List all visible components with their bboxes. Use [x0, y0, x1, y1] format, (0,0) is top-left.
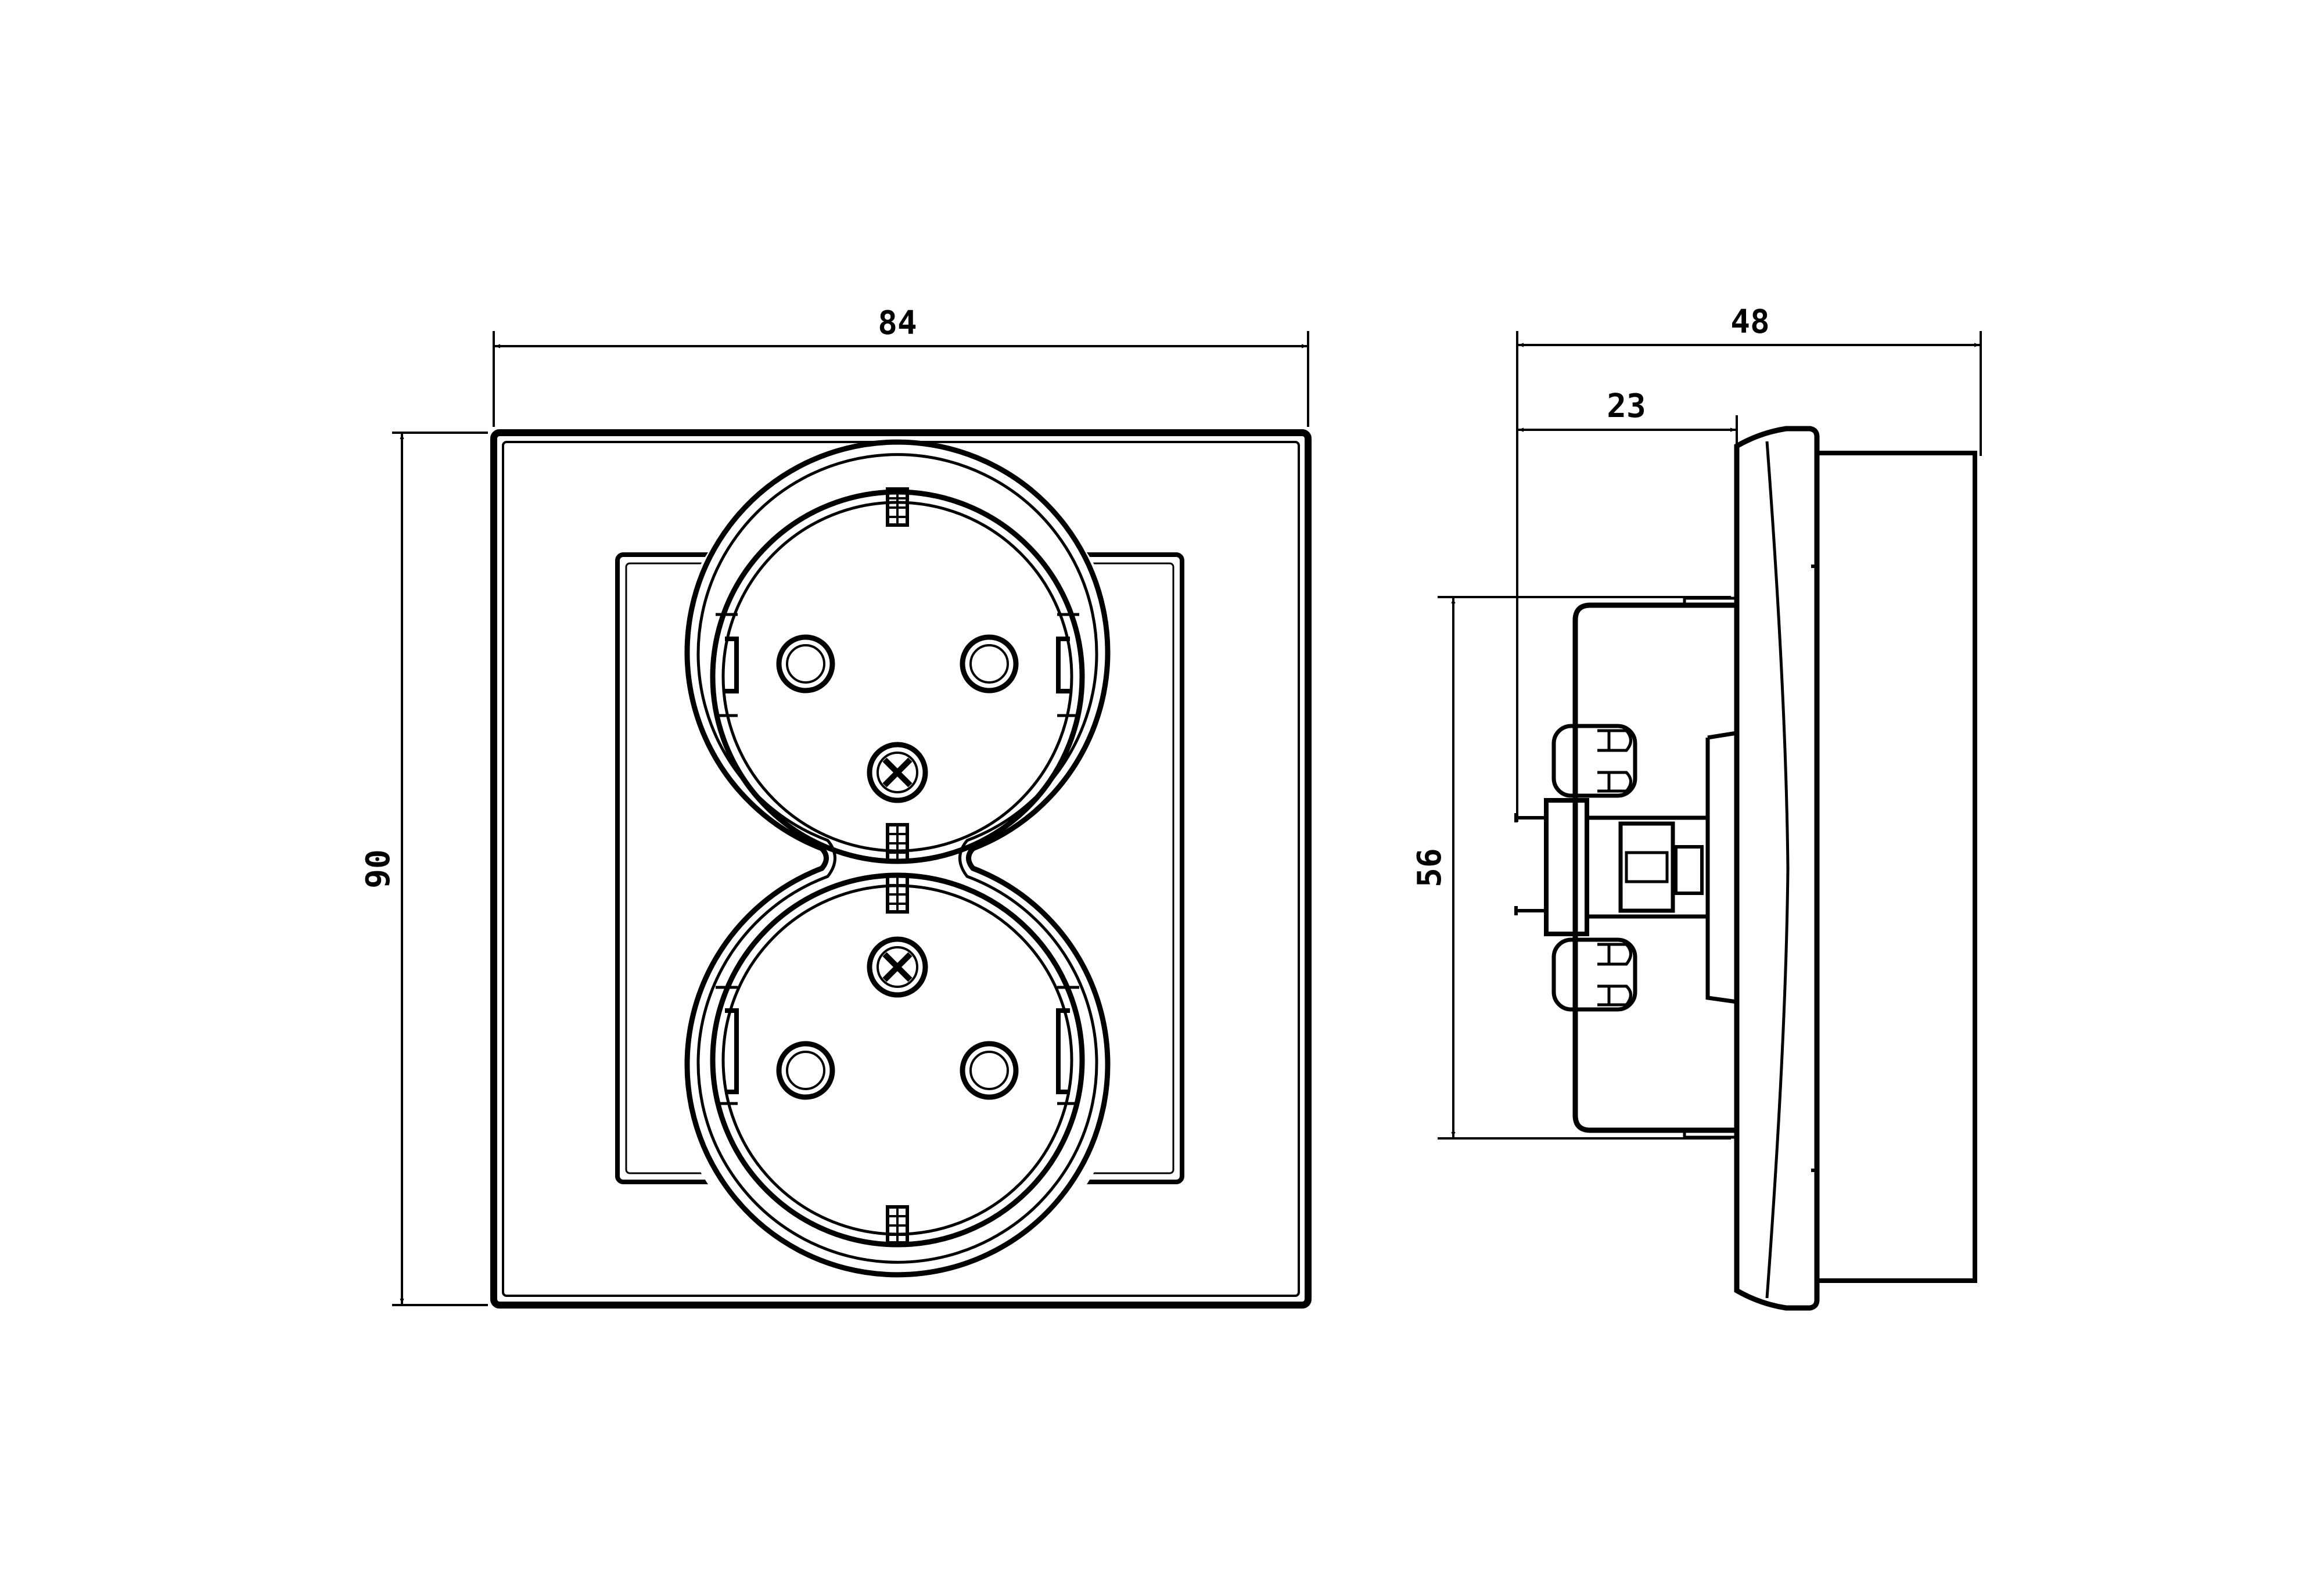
- upper-socket-earth-clip-top: [886, 487, 909, 527]
- upper-socket-screw-icon: [867, 742, 928, 803]
- side-depth-total-dimension: 48: [1516, 303, 1982, 822]
- lower-socket-earth-clip-bottom: [886, 1205, 909, 1245]
- upper-socket-pin-hole-right: [960, 634, 1019, 693]
- side-mechanism-body: [1572, 602, 1737, 1133]
- lower-socket-pin-hole-right: [960, 1041, 1019, 1100]
- front-width-dimension: 84: [493, 304, 1309, 427]
- socket-surround-outer: [684, 439, 1111, 1278]
- side-terminal-upper: [1551, 724, 1637, 798]
- side-mechanism-height-dimension: 56: [1411, 596, 1731, 1140]
- side-front-box: [1817, 451, 1977, 1283]
- upper-socket: [710, 487, 1085, 864]
- side-depth-total-label: 48: [1730, 303, 1769, 341]
- side-bracket-assembly: [1514, 798, 1710, 936]
- side-terminal-lower: [1551, 937, 1637, 1012]
- front-view: 84 90: [360, 304, 1312, 1309]
- front-height-dimension: 90: [360, 432, 488, 1306]
- side-mechanism-height-label: 56: [1411, 848, 1449, 887]
- upper-socket-pin-hole-left: [776, 634, 835, 693]
- side-depth-plate-dimension: 23: [1518, 387, 1738, 444]
- outer-frame: [490, 429, 1312, 1309]
- lower-socket: [710, 872, 1085, 1248]
- side-depth-plate-label: 23: [1607, 387, 1646, 425]
- side-view: 48 23 56: [1411, 303, 1982, 1311]
- front-height-label: 90: [360, 849, 397, 888]
- upper-socket-earth-clip-bottom: [886, 823, 909, 862]
- side-cover-plate: [1734, 426, 1820, 1311]
- socket-surround-inner: [696, 453, 1098, 1264]
- lower-socket-screw-icon: [867, 936, 928, 998]
- lower-socket-earth-clip-top: [886, 874, 909, 914]
- front-width-label: 84: [878, 304, 917, 342]
- lower-socket-pin-hole-left: [776, 1041, 835, 1100]
